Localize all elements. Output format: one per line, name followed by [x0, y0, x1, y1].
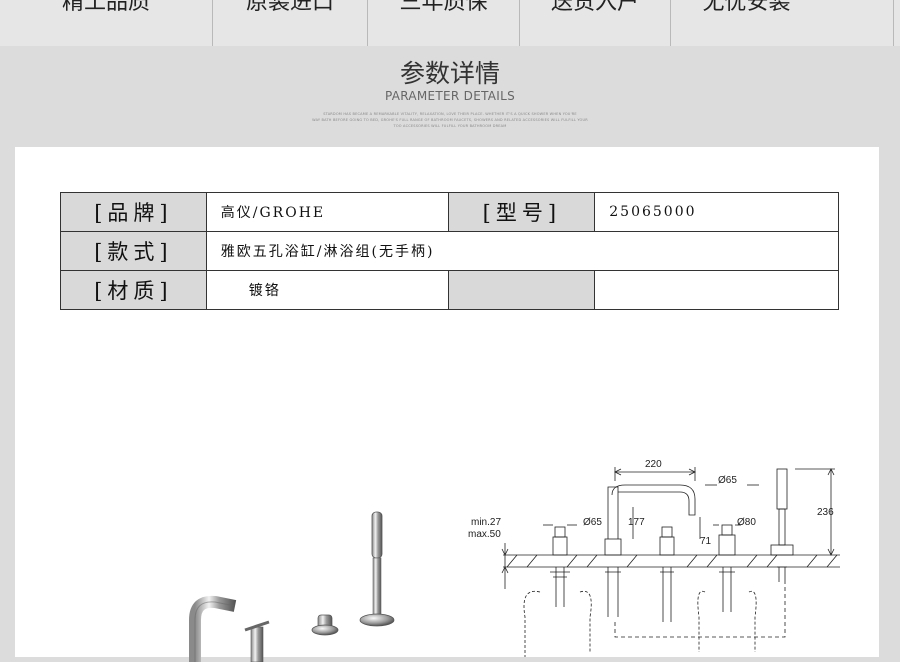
dim-min: min.27	[471, 517, 501, 528]
dim-d65-left: Ø65	[583, 517, 602, 528]
nav-item-installation[interactable]: 无忧安装	[671, 0, 900, 46]
nav-label: 送货入户	[550, 0, 639, 15]
dim-220: 220	[645, 459, 662, 470]
nav-item-quality[interactable]: 精工品质	[0, 0, 213, 46]
nav-item-imported[interactable]: 原装进口	[213, 0, 368, 46]
nav-label: 无忧安装	[702, 0, 791, 15]
nav-item-warranty[interactable]: 三年质保	[368, 0, 520, 46]
nav-label: 原装进口	[245, 0, 334, 15]
material-value: 镀铬	[205, 270, 450, 310]
top-nav: 精工品质 原装进口 三年质保 送货入户 无忧安装	[0, 0, 900, 46]
fine-print-line: TOO ACCESSORIES WILL FULFILL YOUR BATHRO…	[393, 124, 507, 128]
dim-d65-top: Ø65	[718, 475, 737, 486]
model-key: [型号]	[448, 192, 596, 232]
empty-key-cell	[448, 270, 596, 310]
fine-print-line: WAY BATH BEFORE GOING TO BED, GROHE'S FU…	[312, 118, 588, 122]
technical-drawing: 220 Ø65 Ø65 Ø80 177 71 236 min.27 max.50	[468, 459, 840, 657]
content-card: [品牌] 高仪/GROHE [型号] 25065000 [款式] 雅欧五孔浴缸/…	[15, 147, 879, 662]
nav-label: 三年质保	[399, 0, 488, 15]
brand-key: [品牌]	[60, 192, 207, 232]
table-row: [材质] 镀铬	[60, 270, 839, 310]
section-subtitle: PARAMETER DETAILS	[384, 89, 516, 103]
dim-236: 236	[817, 507, 834, 518]
section-header: 参数详情 PARAMETER DETAILS STARDOM HAS BECAM…	[0, 46, 900, 147]
model-value: 25065000	[594, 192, 839, 232]
style-value: 雅欧五孔浴缸/淋浴组(无手柄)	[205, 231, 840, 271]
fine-print-line: STARDOM HAS BECAME A REMARKABLE VITALITY…	[323, 112, 577, 116]
dim-71: 71	[700, 536, 712, 547]
parameter-table: [品牌] 高仪/GROHE [型号] 25065000 [款式] 雅欧五孔浴缸/…	[60, 192, 840, 310]
dim-d80: Ø80	[737, 517, 756, 528]
product-photo	[189, 511, 395, 662]
nav-divider	[893, 0, 894, 46]
nav-item-delivery[interactable]: 送货入户	[520, 0, 671, 46]
table-row: [品牌] 高仪/GROHE [型号] 25065000	[60, 192, 839, 232]
dim-177: 177	[628, 517, 645, 528]
dim-max: max.50	[468, 529, 501, 540]
empty-value-cell	[594, 270, 839, 310]
section-title: 参数详情	[399, 59, 500, 88]
nav-label: 精工品质	[61, 0, 150, 15]
brand-value: 高仪/GROHE	[205, 192, 450, 232]
material-key: [材质]	[60, 270, 207, 310]
table-row: [款式] 雅欧五孔浴缸/淋浴组(无手柄)	[60, 231, 840, 271]
style-key: [款式]	[60, 231, 207, 271]
